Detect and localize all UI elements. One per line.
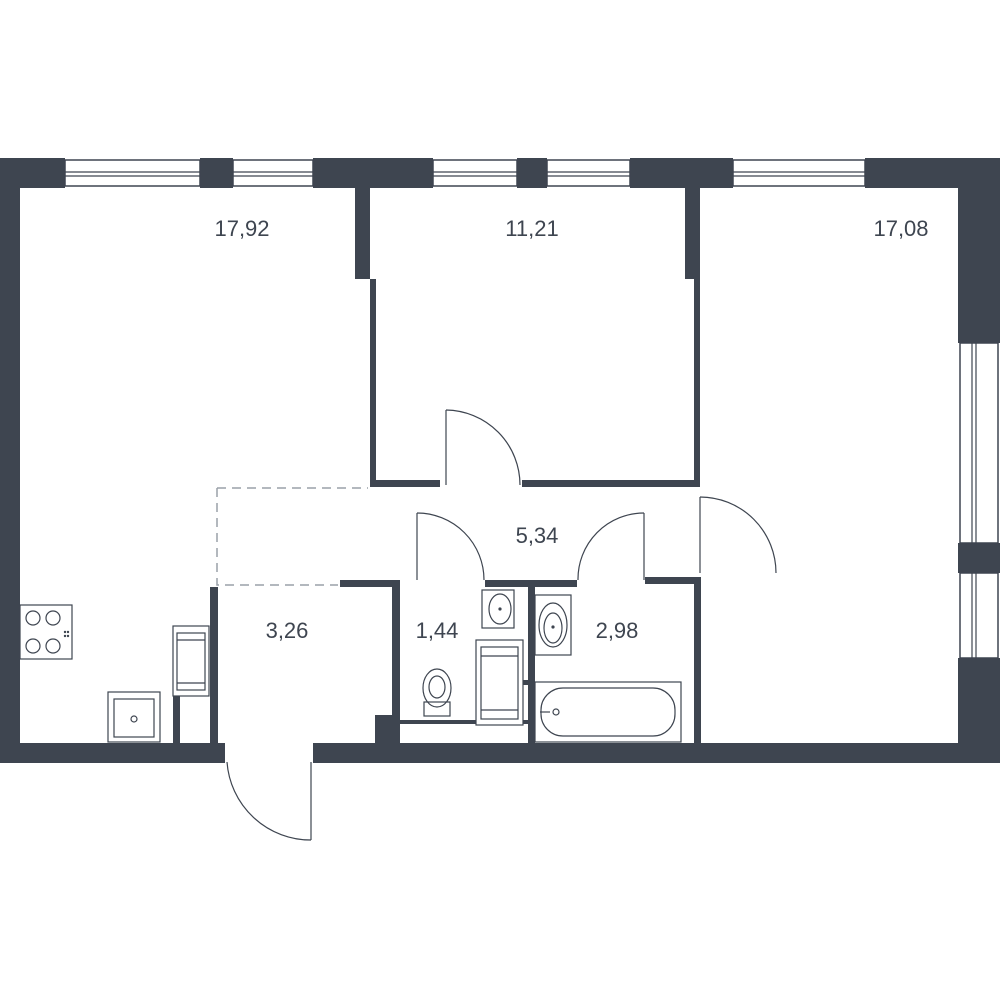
area-living: 17,92 <box>214 216 269 241</box>
bathtub-icon <box>534 681 682 743</box>
dashed-zone <box>216 487 368 586</box>
exterior-walls <box>0 158 1000 763</box>
bathroom-sink-icon <box>534 594 572 656</box>
interior-walls <box>173 186 701 745</box>
washer-icon <box>475 639 524 726</box>
cooktop-icon <box>19 604 73 660</box>
sink-icon <box>107 691 161 743</box>
area-bathroom: 2,98 <box>596 618 639 643</box>
area-hallway: 5,34 <box>516 523 559 548</box>
toilet-icon <box>422 668 452 717</box>
toilet-sink-icon <box>481 589 515 629</box>
area-toilet: 1,44 <box>416 618 459 643</box>
windows <box>64 159 999 659</box>
area-bedroom-middle: 11,21 <box>505 216 558 241</box>
door-swing-icon <box>226 409 777 841</box>
area-bedroom-right: 17,08 <box>873 216 928 241</box>
area-entry: 3,26 <box>266 618 309 643</box>
washer-icon <box>172 625 210 697</box>
